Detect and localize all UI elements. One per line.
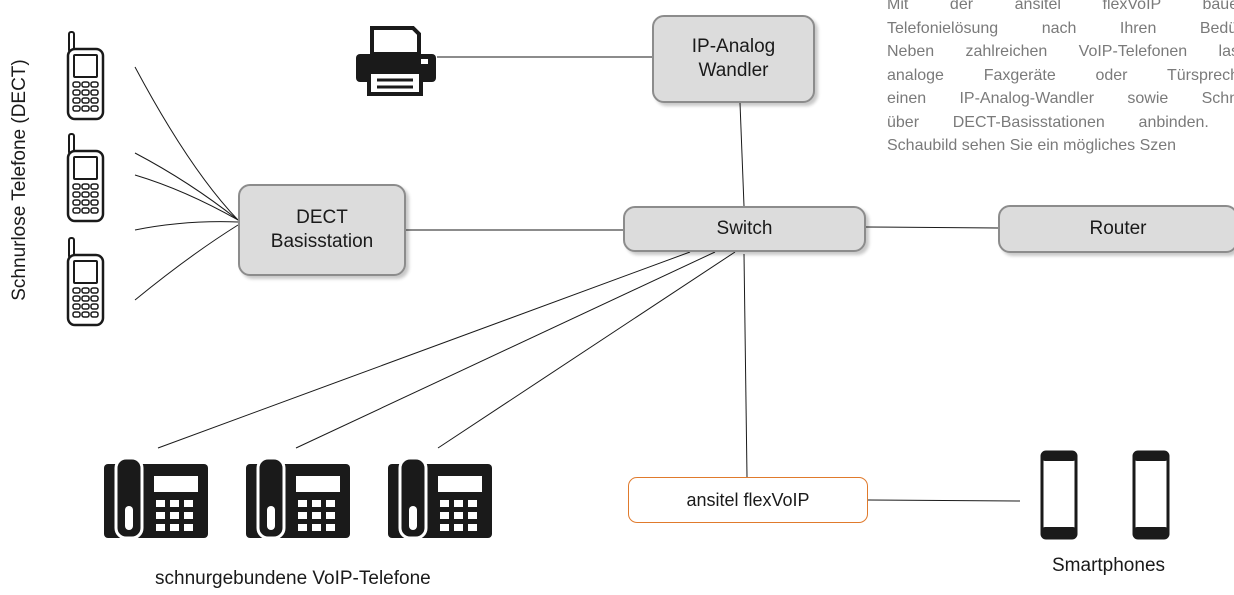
ansitel-flexvoip-node[interactable]: ansitel flexVoIP [628, 477, 868, 523]
line-dect-phone-3 [134, 174, 239, 221]
line-ipanalog-switch [739, 102, 745, 207]
cordless-phones-label: Schnurlose Telefone (DECT) [9, 59, 30, 301]
router-label: Router [1089, 218, 1147, 239]
dect-base-line-1: DECT [296, 207, 348, 228]
dect-base-station-node[interactable]: DECT Basisstation [238, 184, 406, 276]
paragraph-line: Neben zahlreichen VoIP-Telefonen lass [887, 43, 1234, 60]
line-switch-voip-3 [437, 251, 736, 449]
paragraph-line: Schaubild sehen Sie ein mögliches Szen [887, 137, 1177, 154]
printer-icon [356, 26, 436, 96]
ip-analog-line-2: Wandler [698, 60, 769, 81]
desk-phone-icon [104, 458, 208, 538]
ip-analog-converter-node[interactable]: IP-Analog Wandler [652, 15, 815, 103]
line-switch-router [865, 226, 999, 229]
line-switch-voip-1 [157, 251, 691, 449]
line-dect-phone-4 [134, 221, 239, 231]
desk-phone-icon [388, 458, 492, 538]
paragraph-line: Telefonielösung nach Ihren Bedürf [887, 19, 1234, 37]
cordless-phone-icon [66, 31, 105, 121]
cordless-phone-icon [66, 133, 105, 223]
description-paragraph: Mit der ansitel flexVoIP bauen Telefonie… [887, 0, 1234, 283]
router-node[interactable]: Router [998, 205, 1234, 253]
line-flexvoip-smartphones [867, 499, 1021, 502]
paragraph-line: über DECT-Basisstationen anbinden. I [887, 113, 1234, 131]
desk-phone-icon [246, 458, 350, 538]
cordless-phone-icon [66, 237, 105, 327]
line-dect-phone-5 [134, 224, 239, 301]
dect-base-line-2: Basisstation [270, 231, 374, 252]
paragraph-line: Mit der ansitel flexVoIP bauen [887, 0, 1234, 13]
smartphone-icon [1040, 450, 1078, 540]
line-dect-phone-2 [134, 152, 239, 221]
paragraph-line: einen IP-Analog-Wandler sowie Schnu [887, 90, 1234, 107]
line-switch-flexvoip [743, 253, 748, 478]
wired-phones-label: schnurgebundene VoIP-Telefone [155, 568, 431, 589]
line-dect-phone-1 [134, 66, 239, 221]
switch-node[interactable]: Switch [623, 206, 866, 252]
line-switch-voip-2 [295, 251, 716, 449]
smartphone-icon [1132, 450, 1170, 540]
ip-analog-line-1: IP-Analog [691, 36, 776, 57]
flexvoip-label: ansitel flexVoIP [686, 490, 810, 510]
smartphones-label: Smartphones [1052, 555, 1166, 576]
paragraph-line: analoge Faxgeräte oder Türsprechs [887, 66, 1234, 84]
switch-label: Switch [716, 218, 773, 239]
